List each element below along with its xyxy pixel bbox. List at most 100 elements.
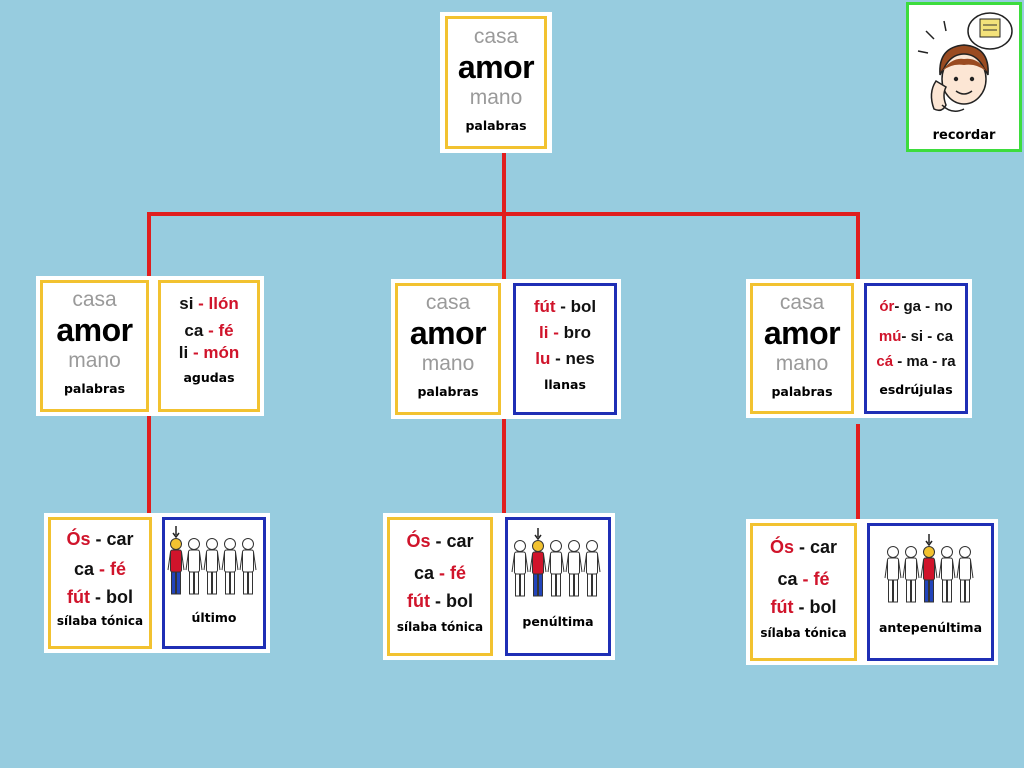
mid-panel-esdrujulas: casa amor mano palabras ór- ga - no mú- … — [746, 279, 972, 418]
syllable-row: ca - fé — [74, 558, 126, 580]
syllable: - bol — [793, 597, 837, 617]
syllable: mú — [878, 328, 902, 345]
esdrujulas-caption: esdrújulas — [879, 382, 953, 397]
syllable: - ma - ra — [893, 353, 956, 370]
syllable-row: fút - bol — [407, 590, 473, 612]
syllable: - — [188, 343, 204, 362]
mid-panel-agudas: casa amor mano palabras si - llón ca - f… — [36, 276, 264, 416]
syllable: - car — [90, 529, 134, 549]
word-amor: amor — [409, 315, 487, 351]
word-casa: casa — [425, 291, 471, 314]
syllable: Ós — [406, 531, 431, 551]
syllable-row: li - bro — [539, 322, 591, 344]
connector-center-lower — [502, 418, 506, 516]
llanas-card: fút - bol li - bro lu - nes llanas — [513, 283, 617, 415]
syllable: ca — [413, 563, 434, 583]
penultima-card: penúltima — [505, 517, 611, 656]
syllable: - si - ca — [901, 328, 954, 345]
syllable-row: si - llón — [179, 293, 239, 315]
word-casa: casa — [779, 291, 825, 314]
silaba-tonica-card: Ós - car ca - fé fút - bol sílaba tónica — [48, 517, 152, 649]
recordar-card[interactable]: recordar — [906, 2, 1022, 152]
syllable: llón — [208, 294, 239, 313]
word-amor: amor — [457, 49, 535, 85]
recordar-caption: recordar — [932, 128, 996, 143]
syllable: - ga - no — [894, 298, 953, 315]
connector-horizontal — [147, 212, 860, 216]
syllable: nes — [565, 349, 595, 368]
palabras-caption: palabras — [771, 384, 833, 399]
thinking-person-icon — [912, 9, 1016, 126]
antepenultima-caption: antepenúltima — [878, 620, 982, 635]
silaba-tonica-caption: sílaba tónica — [56, 614, 144, 628]
bottom-panel-ultimo: Ós - car ca - fé fút - bol sílaba tónica — [44, 513, 270, 653]
penultima-caption: penúltima — [522, 614, 594, 629]
syllable: fé — [218, 321, 234, 340]
syllable-row: ca - fé — [777, 568, 829, 590]
esdrujulas-card: ór- ga - no mú- si - ca cá - ma - ra esd… — [864, 283, 968, 414]
palabras-caption: palabras — [417, 384, 479, 399]
syllable-row: li - món — [179, 342, 239, 364]
syllable-row: lu - nes — [535, 348, 595, 370]
syllable: bol — [570, 297, 597, 316]
syllable: - — [548, 323, 564, 342]
syllable: - — [550, 349, 566, 368]
silaba-tonica-card: Ós - car ca - fé fút - bol sílaba tónica — [750, 523, 857, 661]
connector-right-down — [856, 212, 860, 280]
syllable: - bol — [89, 587, 133, 607]
syllable: ór — [879, 298, 895, 315]
palabras-caption: palabras — [63, 381, 126, 396]
syllable-row: mú- si - ca — [879, 326, 953, 348]
syllable-row: cá - ma - ra — [876, 351, 955, 373]
syllable-row: Ós - car — [66, 528, 133, 550]
palabras-card: casa amor mano palabras — [445, 16, 547, 149]
syllable: - fé — [94, 559, 127, 579]
syllable-row: fút - bol — [534, 296, 596, 318]
people-row-icon — [881, 534, 981, 616]
silaba-tonica-card: Ós - car ca - fé fút - bol sílaba tónica — [387, 517, 493, 656]
ultimo-caption: último — [191, 610, 237, 625]
agudas-card: si - llón ca - fé li - món agudas — [158, 280, 260, 412]
bottom-panel-penultima: Ós - car ca - fé fút - bol sílaba tónica — [383, 513, 615, 660]
syllable: fút — [407, 591, 430, 611]
bottom-panel-antepenultima: Ós - car ca - fé fút - bol sílaba tónica — [746, 519, 998, 665]
palabras-caption: palabras — [465, 118, 527, 133]
syllable: fút — [533, 297, 556, 316]
syllable: li — [539, 323, 549, 342]
syllable: bro — [563, 323, 591, 342]
palabras-card: casa amor mano palabras — [750, 283, 854, 414]
word-amor: amor — [56, 312, 133, 348]
llanas-caption: llanas — [544, 377, 586, 392]
syllable: - car — [793, 537, 838, 557]
antepenultima-card: antepenúltima — [867, 523, 994, 661]
syllable-row: Ós - car — [406, 530, 473, 552]
syllable: - car — [430, 531, 474, 551]
syllable: cá — [876, 353, 894, 370]
syllable: món — [203, 343, 240, 362]
syllable: - — [555, 297, 571, 316]
syllable-row: ca - fé — [414, 562, 466, 584]
connector-right-lower — [856, 424, 860, 520]
word-mano: mano — [775, 352, 829, 375]
syllable: li — [178, 343, 189, 362]
palabras-card: casa amor mano palabras — [395, 283, 501, 415]
syllable: Ós — [66, 529, 91, 549]
word-casa: casa — [473, 25, 519, 48]
silaba-tonica-caption: sílaba tónica — [760, 626, 847, 640]
syllable: Ós — [769, 537, 794, 557]
syllable: - bol — [429, 591, 473, 611]
syllable: - — [203, 321, 219, 340]
word-amor: amor — [763, 315, 841, 351]
word-mano: mano — [68, 349, 121, 372]
silaba-tonica-caption: sílaba tónica — [396, 620, 484, 634]
syllable: ca — [777, 569, 798, 589]
agudas-caption: agudas — [183, 370, 235, 385]
syllable: ca — [73, 559, 94, 579]
people-row-icon — [508, 528, 608, 610]
connector-left-down — [147, 212, 151, 278]
syllable: fút — [67, 587, 90, 607]
word-mano: mano — [421, 352, 475, 375]
syllable: lu — [535, 349, 551, 368]
syllable-row: Ós - car — [770, 536, 837, 558]
syllable-row: fút - bol — [67, 586, 133, 608]
